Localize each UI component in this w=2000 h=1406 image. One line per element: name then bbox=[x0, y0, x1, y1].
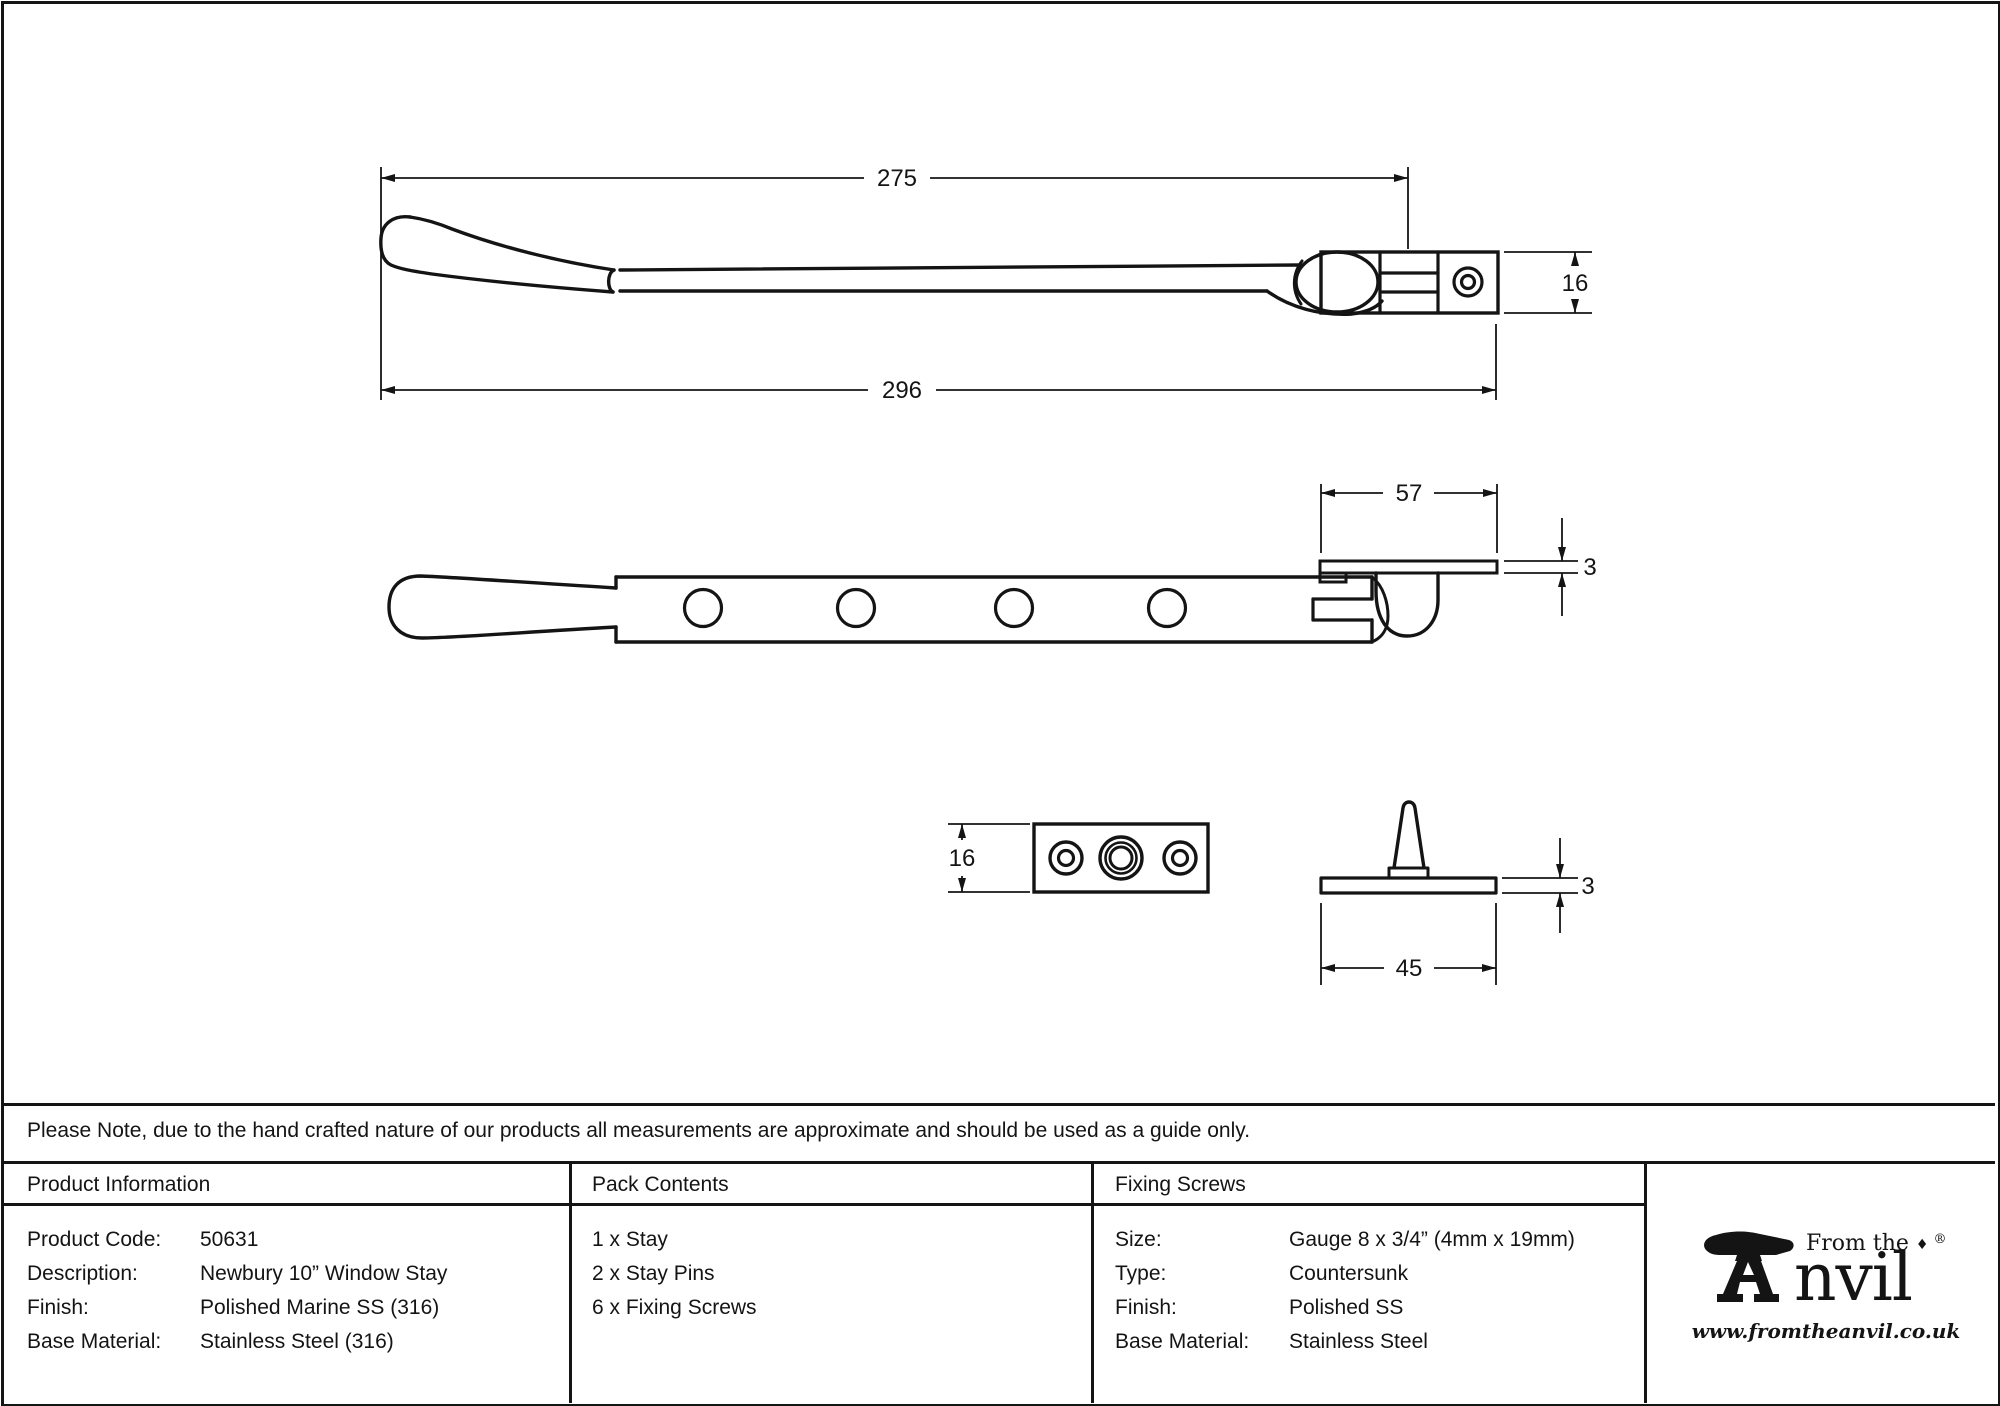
screw-size-value: Gauge 8 x 3/4” (4mm x 19mm) bbox=[1289, 1228, 1575, 1251]
description-value: Newbury 10” Window Stay bbox=[200, 1262, 448, 1285]
stay-top-view-drawing bbox=[387, 559, 1499, 644]
product-information-header: Product Information bbox=[27, 1173, 211, 1196]
screw-finish-label: Finish: bbox=[1115, 1296, 1177, 1319]
description-label: Description: bbox=[27, 1262, 138, 1285]
screw-size-label: Size: bbox=[1115, 1228, 1162, 1251]
table-top-rule bbox=[1, 1161, 1995, 1164]
dim-296-label: 296 bbox=[882, 377, 922, 404]
stay-side-view-dimensions bbox=[380, 167, 1592, 400]
table-divider-2 bbox=[1091, 1161, 1094, 1403]
registered-mark: ® bbox=[1933, 1232, 1947, 1247]
table-header-rule bbox=[1, 1203, 1646, 1206]
fixing-screws-header: Fixing Screws bbox=[1115, 1173, 1246, 1196]
product-code-label: Product Code: bbox=[27, 1228, 162, 1251]
table-divider-1 bbox=[569, 1161, 572, 1403]
brand-tagline: From the ♦ ® bbox=[1806, 1231, 1946, 1256]
brand-wordmark: nvil bbox=[1794, 1239, 1913, 1316]
screw-finish-value: Polished SS bbox=[1289, 1296, 1404, 1319]
dim-45-label: 45 bbox=[1396, 955, 1423, 982]
finish-label: Finish: bbox=[27, 1296, 89, 1319]
keeper-plate-drawing bbox=[1032, 822, 1210, 894]
keeper-plate-dimensions bbox=[948, 823, 1030, 893]
brand-website: www.fromtheanvil.co.uk bbox=[1691, 1319, 1961, 1343]
base-material-label: Base Material: bbox=[27, 1330, 162, 1353]
pack-contents-header: Pack Contents bbox=[592, 1173, 729, 1196]
dim-16-plate-label: 16 bbox=[949, 845, 976, 872]
dim-57-label: 57 bbox=[1396, 480, 1423, 507]
screw-type-value: Countersunk bbox=[1289, 1262, 1409, 1285]
stay-side-view-drawing bbox=[379, 215, 1500, 316]
screw-base-material-value: Stainless Steel bbox=[1289, 1330, 1428, 1353]
measurement-note: Please Note, due to the hand crafted nat… bbox=[27, 1119, 1251, 1142]
screw-type-label: Type: bbox=[1115, 1262, 1167, 1285]
base-material-value: Stainless Steel (316) bbox=[200, 1330, 394, 1353]
stay-top-view-dimensions bbox=[1320, 484, 1578, 616]
dim-275-label: 275 bbox=[877, 165, 917, 192]
pack-item: 1 x Stay bbox=[592, 1228, 668, 1251]
brand-prefix-text: From the bbox=[1806, 1231, 1909, 1256]
dim-3-keeper-label: 3 bbox=[1583, 554, 1596, 581]
screw-base-material-label: Base Material: bbox=[1115, 1330, 1250, 1353]
note-top-rule bbox=[1, 1103, 1995, 1106]
dim-3-pin-label: 3 bbox=[1581, 873, 1594, 900]
dim-16-bracket-label: 16 bbox=[1562, 270, 1589, 297]
pack-item: 6 x Fixing Screws bbox=[592, 1296, 757, 1319]
anvil-icon bbox=[1704, 1231, 1794, 1302]
diamond-icon: ♦ bbox=[1915, 1237, 1929, 1253]
brand-logo: From the ♦ ® nvil www.fromtheanvil.co.uk bbox=[1644, 1161, 1997, 1403]
pack-item: 2 x Stay Pins bbox=[592, 1262, 715, 1285]
stay-pin-dimensions bbox=[1320, 838, 1578, 985]
table-divider-3 bbox=[1644, 1161, 1647, 1403]
technical-drawing-canvas: 275 296 16 bbox=[379, 165, 1597, 985]
stay-pin-drawing bbox=[1319, 800, 1498, 895]
product-code-value: 50631 bbox=[200, 1228, 259, 1251]
finish-value: Polished Marine SS (316) bbox=[200, 1296, 440, 1319]
